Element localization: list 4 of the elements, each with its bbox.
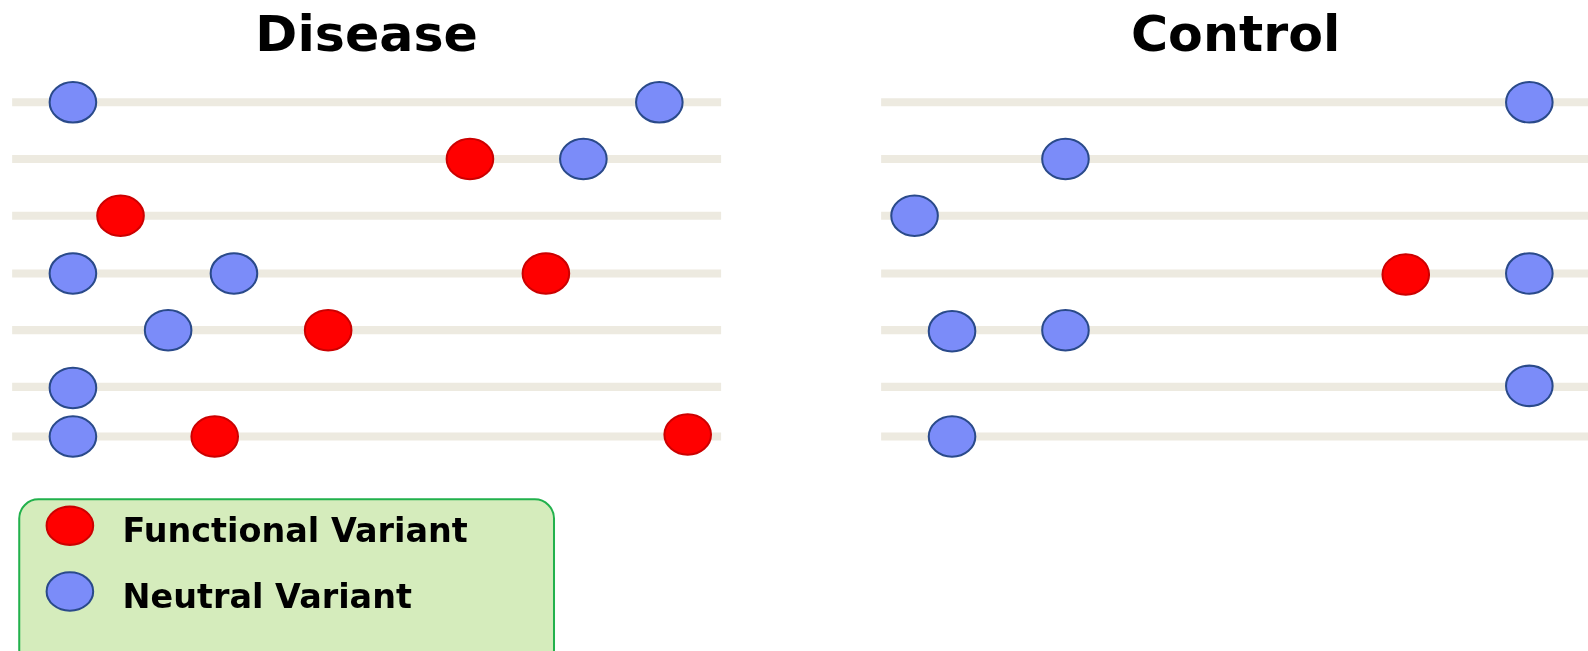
legend-label: Functional Variant [122,510,468,551]
legend-label: Neutral Variant [122,576,412,617]
panel-title: Disease [255,3,478,64]
panel-title: Control [1130,3,1341,64]
